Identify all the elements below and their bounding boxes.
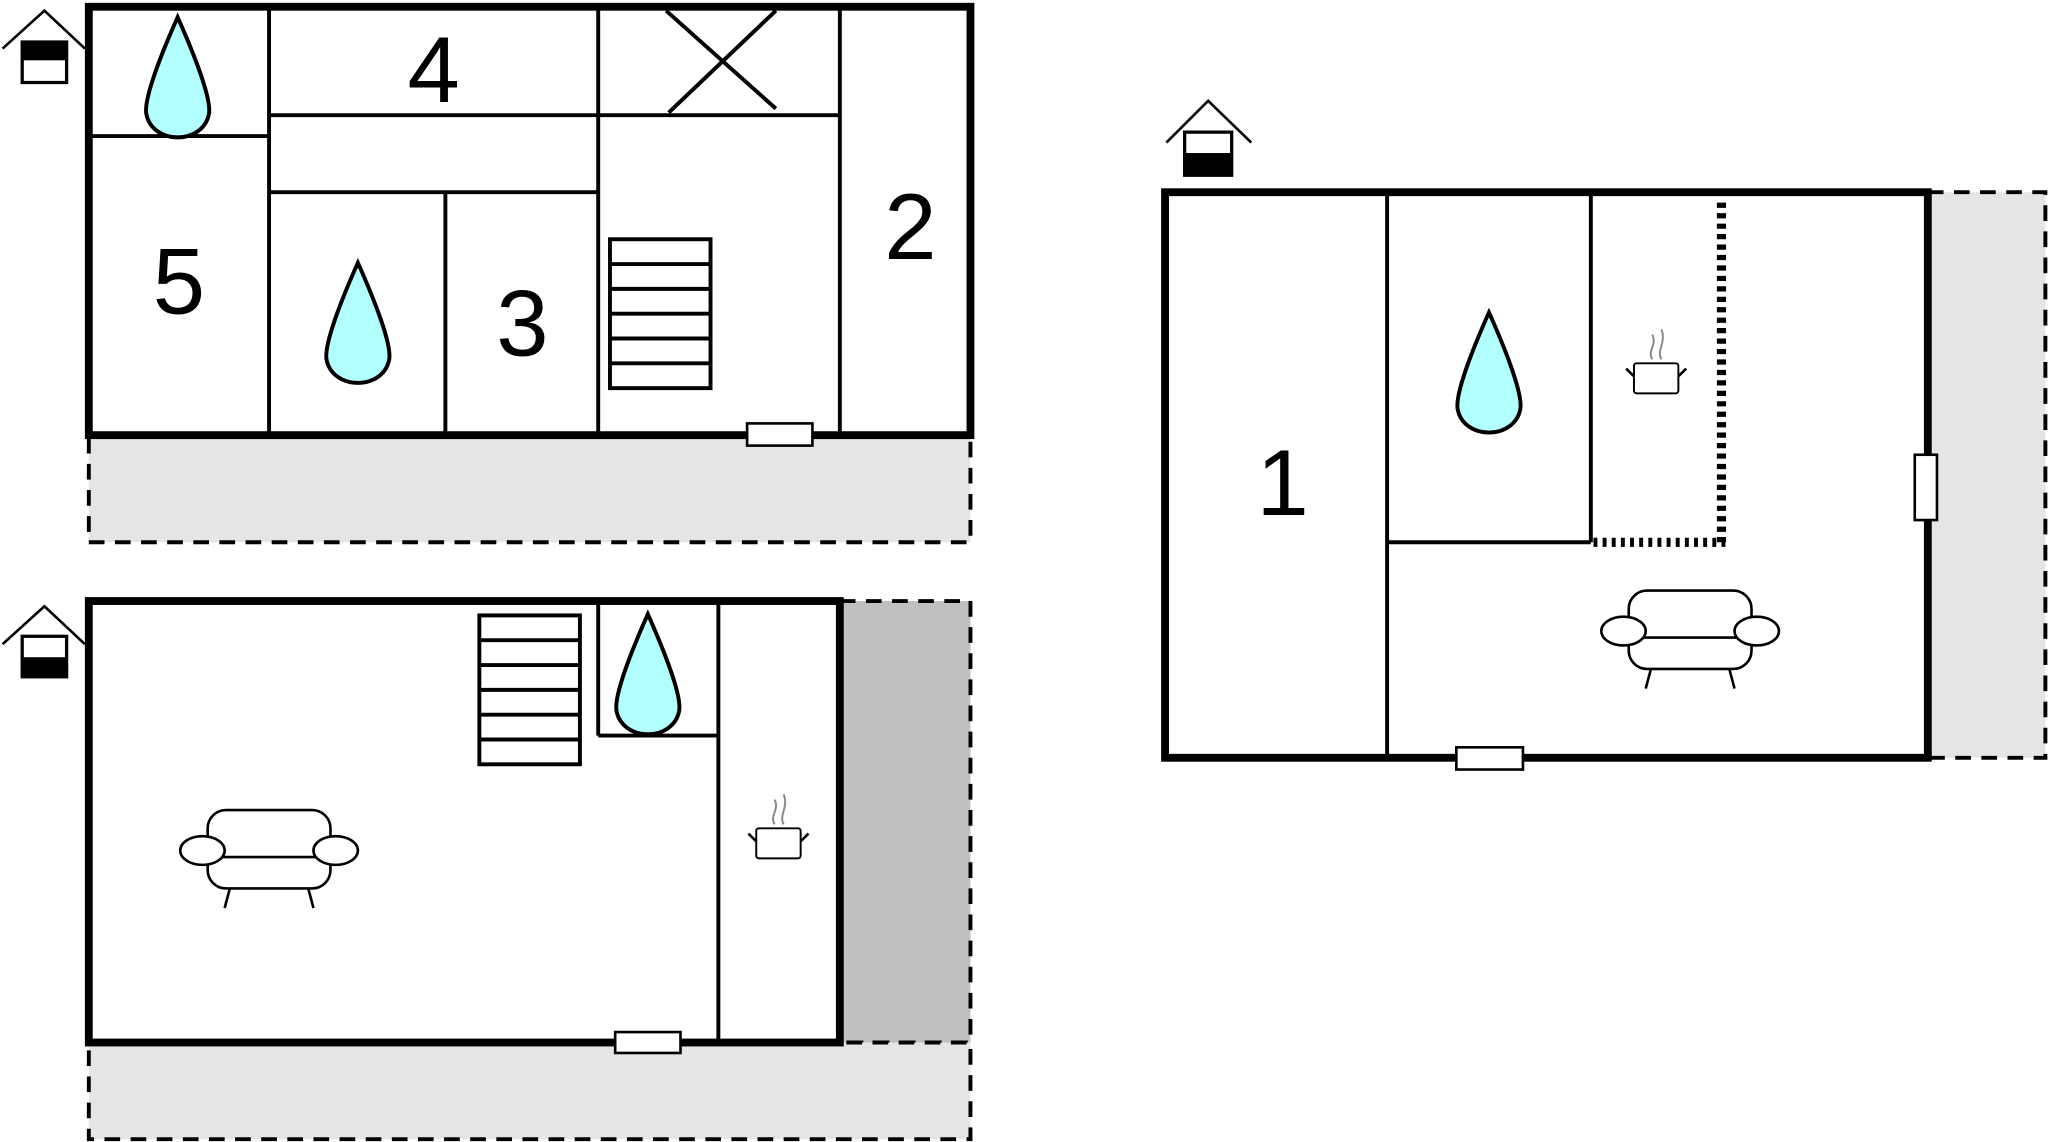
plan-upper-floor: 4 5 3 2: [1, 2, 975, 545]
plan-ground-floor: [1, 597, 973, 1142]
counter-dashed-line: [1593, 202, 1727, 547]
outer-wall: [1161, 188, 1932, 762]
terrace: [86, 1040, 973, 1142]
interior-walls: [1385, 192, 1593, 758]
house-icon: [1, 604, 86, 679]
interior-walls: [596, 601, 721, 1043]
interior-walls: [88, 6, 842, 436]
outer-wall: [84, 597, 844, 1047]
room-label-3: 3: [496, 270, 548, 375]
room-label-2: 2: [884, 174, 936, 279]
door: [613, 1030, 682, 1055]
door: [1913, 453, 1939, 522]
door: [1455, 746, 1525, 771]
void-cross-icon: [664, 9, 778, 114]
room-label-4: 4: [407, 17, 459, 122]
house-icon: [1, 8, 86, 85]
room-label-1: 1: [1256, 430, 1308, 535]
house-icon: [1165, 98, 1253, 177]
terrace: [86, 433, 973, 545]
door: [745, 422, 814, 447]
plan-annex: 1: [1161, 98, 2048, 771]
terrace: [1925, 190, 2048, 760]
outer-wall: [84, 2, 975, 440]
room-label-5: 5: [153, 229, 205, 334]
covered-terrace: [837, 599, 973, 1045]
